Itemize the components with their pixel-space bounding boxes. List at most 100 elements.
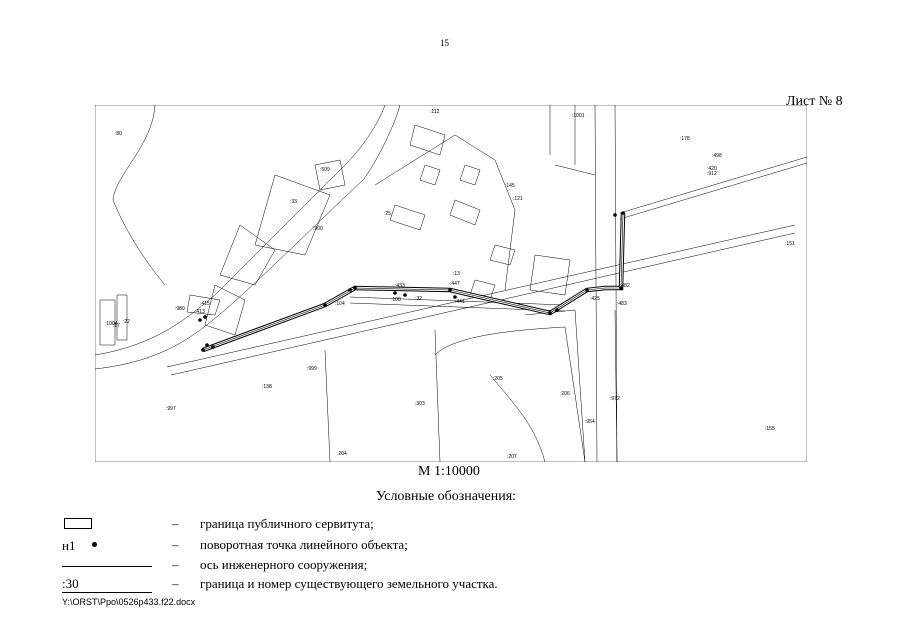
parcel-number-label: :972 xyxy=(610,396,620,402)
legend-text: поворотная точка линейного объекта; xyxy=(200,537,408,552)
legend-dash: – xyxy=(172,537,179,552)
parcel-number-label: :13 xyxy=(453,271,460,277)
parcel-boundary xyxy=(219,224,276,286)
parcel-number-label: :912 xyxy=(707,171,717,177)
parcel-boundary xyxy=(594,105,618,462)
turning-point xyxy=(201,348,205,352)
parcel-number-label: :433 xyxy=(395,283,405,289)
parcel-number-label: :205 xyxy=(493,376,503,382)
legend-dash: – xyxy=(172,557,179,572)
easement-boundary xyxy=(202,212,626,353)
legend-text: граница публичного сервитута; xyxy=(200,516,374,531)
turning-point xyxy=(555,308,559,312)
easement-boundary-symbol xyxy=(62,516,162,534)
parcel-number-label: :207 xyxy=(507,454,517,460)
parcel-number-label: :204 xyxy=(337,451,347,457)
parcel-boundary xyxy=(112,105,166,286)
legend-dash: – xyxy=(172,576,179,591)
turning-point xyxy=(619,286,623,290)
parcel-number-label: :108 xyxy=(391,297,401,303)
turning-point xyxy=(323,303,327,307)
point-icon xyxy=(92,542,97,547)
legend-row-land-plot: :30 – граница и номер существующего земе… xyxy=(62,576,662,594)
axis-line-symbol xyxy=(62,557,162,575)
turning-point xyxy=(403,293,407,297)
parcel-number-label: :178 xyxy=(680,136,690,142)
parcel-number-label: :509 xyxy=(320,167,330,173)
parcel-number-label: :121 xyxy=(513,196,523,202)
parcel-boundary xyxy=(95,105,386,356)
parcel-number-label: :303 xyxy=(415,401,425,407)
parcel-boundary xyxy=(95,105,401,370)
parcel-number-label: :1001 xyxy=(572,113,585,119)
parcel-boundary xyxy=(166,224,796,376)
turning-point xyxy=(448,288,452,292)
turning-point xyxy=(613,213,617,217)
land-plot-symbol: :30 xyxy=(62,576,162,594)
turning-point xyxy=(585,288,589,292)
legend-text: граница и номер существующего земельного… xyxy=(200,576,498,591)
parcel-boundary xyxy=(489,374,546,462)
turning-point xyxy=(393,291,397,295)
legend-text: ось инженерного сооружения; xyxy=(200,557,368,572)
parcel-boundary xyxy=(549,105,596,176)
parcel-number-label: :483 xyxy=(617,301,627,307)
parcel-boundary xyxy=(619,156,807,220)
parcel-number-label: :145 xyxy=(505,183,515,189)
parcel-boundary xyxy=(469,244,516,301)
turning-point xyxy=(205,343,209,347)
parcel-number-label: :104 xyxy=(335,301,345,307)
parcel-boundary xyxy=(324,329,441,462)
parcel-number-label: :138 xyxy=(262,384,272,390)
legend-title: Условные обозначения: xyxy=(376,489,517,504)
turning-point xyxy=(621,211,625,215)
parcel-number-label: :498 xyxy=(712,153,722,159)
parcel-number-label: :997 xyxy=(166,406,176,412)
parcel-boundary xyxy=(204,284,246,336)
turning-point xyxy=(453,295,457,299)
legend-row-turning-point: н1 – поворотная точка линейного объекта; xyxy=(62,537,662,555)
parcel-number-label: :980 xyxy=(175,306,185,312)
parcel-number-label: :425 xyxy=(590,296,600,302)
parcel-number-label: :112 xyxy=(430,109,440,115)
parcel-number-label: :155 xyxy=(765,426,775,432)
parcel-boundary xyxy=(409,124,446,156)
parcel-boundary xyxy=(529,254,571,296)
legend-dash: – xyxy=(172,516,179,531)
cadastral-map: :80:509:900:112:1001:178:151:999:138:205… xyxy=(95,105,807,462)
parcel-number-label: :32 xyxy=(415,296,422,302)
parcel-number-label: :999 xyxy=(307,366,317,372)
parcel-number-label: :420 xyxy=(707,166,717,172)
parcel-boundary xyxy=(389,199,481,231)
turning-point xyxy=(198,318,202,322)
parcel-number-label: :206 xyxy=(560,391,570,397)
parcel-boundary xyxy=(314,159,346,191)
turning-point-symbol: н1 xyxy=(62,537,162,555)
legend-row-easement: – граница публичного сервитута; xyxy=(62,516,662,534)
page-number: 15 xyxy=(440,38,449,48)
turning-point-label: н1 xyxy=(62,538,76,553)
parcel-number-label: :22 xyxy=(123,319,130,325)
parcel-number-label: :900 xyxy=(313,226,323,232)
parcel-number-label: :482 xyxy=(620,283,630,289)
legend-row-axis: – ось инженерного сооружения; xyxy=(62,557,662,575)
parcel-boundary xyxy=(374,134,516,291)
map-scale: М 1:10000 xyxy=(418,464,480,479)
file-path: Y:\ORST\Ppo\0526p433.f22.docx xyxy=(62,597,196,607)
parcel-number-label: :441 xyxy=(455,299,465,305)
parcel-number-label: :415 xyxy=(200,301,210,307)
parcel-boundary xyxy=(186,294,221,316)
turning-point xyxy=(203,315,207,319)
parcel-number-label: :33 xyxy=(290,199,297,205)
parcel-boundary xyxy=(99,294,128,346)
parcel-boundary xyxy=(419,164,481,186)
parcel-number-label: :1004 xyxy=(105,321,118,327)
land-plot-label: :30 xyxy=(62,576,79,591)
parcel-boundary xyxy=(524,309,618,462)
parcel-number-label: :25 xyxy=(384,211,391,217)
parcel-number-label: :80 xyxy=(115,131,122,137)
easement-fill xyxy=(202,212,625,352)
engineering-axis-line xyxy=(202,212,624,351)
turning-point xyxy=(353,286,357,290)
parcel-boundary xyxy=(434,326,586,462)
